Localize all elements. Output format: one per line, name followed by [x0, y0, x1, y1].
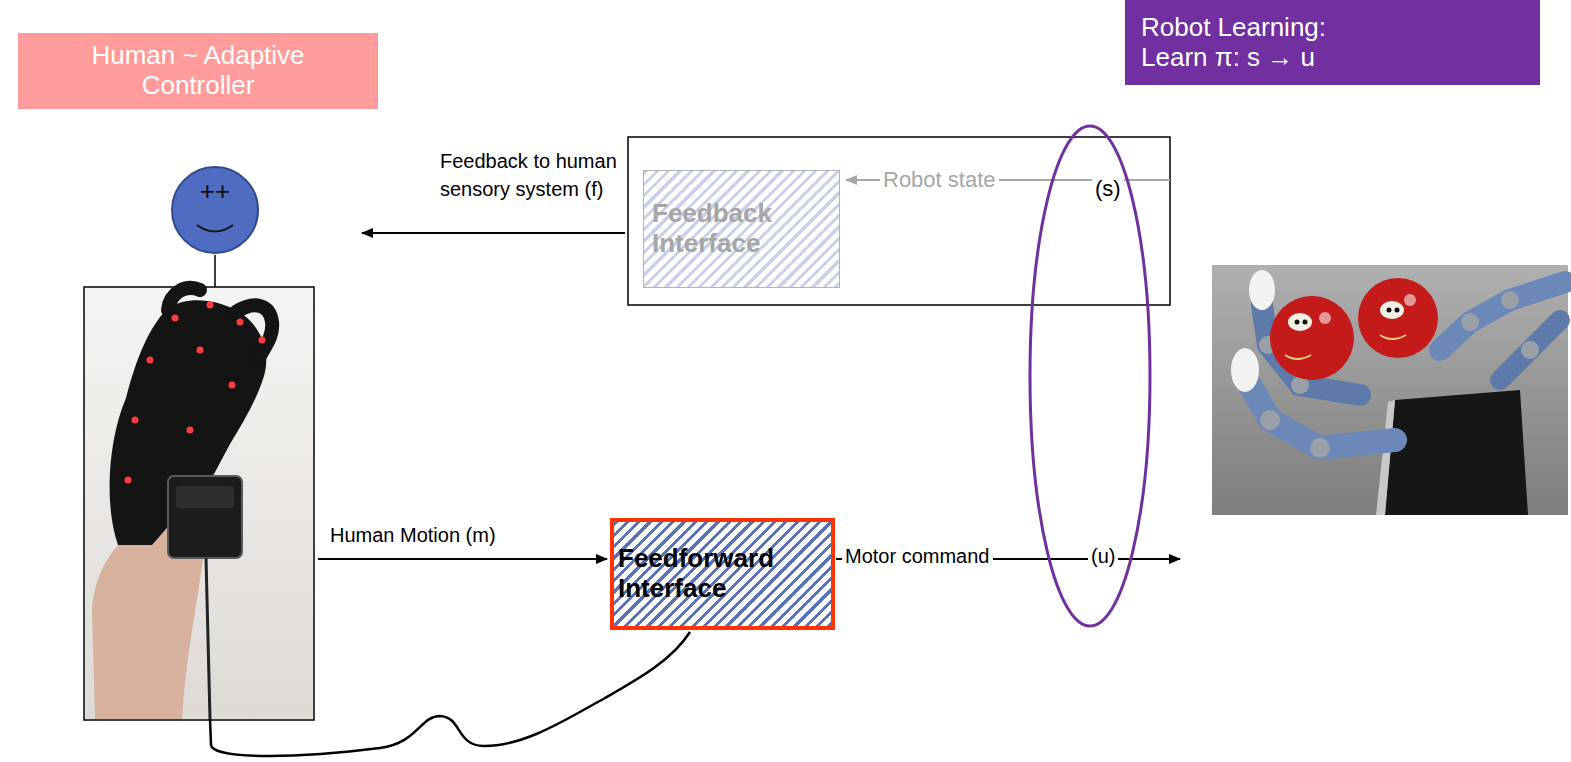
glove-finger [168, 288, 200, 310]
node-text: Robot Learning: Learn π: s → u [1141, 13, 1371, 73]
joint [1461, 313, 1479, 331]
face-smile [197, 225, 233, 232]
ball-pattern [1288, 313, 1312, 331]
learning-ellipse [1030, 126, 1150, 626]
marker-dot [132, 417, 139, 424]
signal-symbol: (u) [1088, 544, 1118, 568]
ball-pattern [1387, 308, 1392, 313]
joint [1310, 438, 1330, 458]
marker-dot [172, 315, 179, 322]
face-disc [172, 167, 258, 253]
marker-dot [187, 427, 194, 434]
palm-edge [1376, 400, 1395, 515]
human-frame [84, 287, 314, 720]
title-box: Robot Learning: Learn π: s → u [1125, 0, 1540, 85]
ball-highlight [1404, 294, 1416, 306]
ball-pattern [1380, 301, 1404, 319]
signal-label: Feedback to human sensory system (f) [440, 147, 638, 203]
marker-dot [237, 319, 244, 326]
glove-wire [210, 632, 690, 756]
marker-dot [147, 357, 154, 364]
neck-line [214, 255, 216, 287]
marker-dot [197, 347, 204, 354]
interface-box: Feedback Interface [643, 170, 840, 288]
glove-photo [85, 288, 313, 719]
marker-dot [229, 382, 236, 389]
ball-highlight [1319, 312, 1331, 324]
ball-pattern [1395, 308, 1400, 313]
robot-finger [1500, 320, 1560, 380]
red-ball [1270, 296, 1354, 380]
ball-pattern [1295, 320, 1300, 325]
robot-palm [1385, 390, 1528, 515]
device-panel [176, 486, 234, 508]
face-circle: ++ [170, 165, 260, 255]
ball-pattern [1285, 335, 1406, 359]
node-text: Human ~ Adaptive Controller [78, 41, 318, 101]
node-text: Feedforward Interface [618, 544, 798, 604]
photo-background [85, 288, 313, 719]
finger-joints [1259, 291, 1539, 458]
ball-pattern [1303, 320, 1308, 325]
marker-dot [259, 337, 266, 344]
glove-finger [236, 305, 272, 360]
wrist-device [168, 476, 242, 558]
interface-box: Feedforward Interface [610, 518, 835, 630]
fingertip [1231, 348, 1259, 392]
node-text: Feedback Interface [652, 199, 812, 259]
role-box: Human ~ Adaptive Controller [18, 33, 378, 109]
joint [1521, 341, 1539, 359]
fingertip [1249, 270, 1275, 310]
glove-cable [206, 558, 210, 719]
red-ball [1358, 278, 1438, 358]
marker-dot [125, 477, 132, 484]
feedback-group-frame [628, 137, 1170, 305]
photo-background [1212, 265, 1568, 515]
signal-symbol: (s) [1092, 176, 1124, 202]
signal-label: Human Motion (m) [330, 523, 496, 547]
marker-dot [207, 302, 214, 309]
signal-label: Robot state [880, 167, 999, 193]
human-motion-arrow [318, 558, 607, 560]
robot-hand-photo [1212, 265, 1568, 515]
joint [1260, 410, 1280, 430]
feedback-arrow [362, 232, 625, 234]
joint [1501, 291, 1519, 309]
signal-label: Motor command [842, 544, 993, 568]
tracking-markers [125, 302, 266, 484]
node-text: ++ [200, 177, 230, 207]
